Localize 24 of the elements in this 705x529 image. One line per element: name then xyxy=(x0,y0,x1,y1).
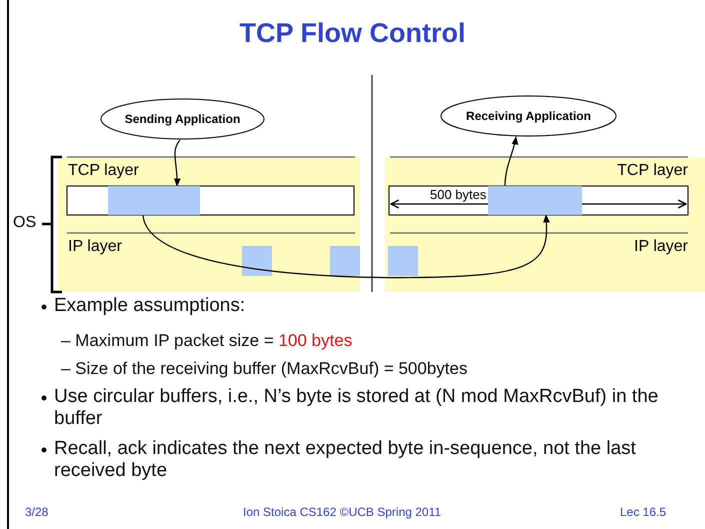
application-label: Receiving Application xyxy=(466,109,591,123)
application-label: Sending Application xyxy=(124,112,240,126)
bullet-text: – Maximum IP packet size = 100 bytes xyxy=(61,330,352,352)
layer-label: TCP layer xyxy=(617,162,688,180)
slide-number: Lec 16.5 xyxy=(620,505,666,519)
layer-label: TCP layer xyxy=(68,162,139,180)
bullet-text: Recall, ack indicates the next expected byte in-sequence, not the last received byte xyxy=(54,438,637,482)
application-ellipse xyxy=(440,95,617,137)
dimension-label: 500 bytes xyxy=(430,187,486,202)
arrow xyxy=(142,214,550,278)
arrow xyxy=(174,140,180,187)
bullet-text: Use circular buffers, i.e., N’s byte is stored at (N mod MaxRcvBuf) in the buffer xyxy=(54,386,660,430)
arrow xyxy=(504,136,518,186)
data-block xyxy=(108,186,200,215)
layer-label: IP layer xyxy=(68,238,122,256)
data-block xyxy=(488,186,582,215)
bullet-text: – Size of the receiving buffer (MaxRcvBuf) = 500bytes xyxy=(61,358,468,380)
page-number: 3/28 xyxy=(25,505,48,519)
os-label: OS xyxy=(13,214,36,232)
layer-label: IP layer xyxy=(634,238,688,256)
application-ellipse xyxy=(100,98,265,140)
bullet-text: Example assumptions: xyxy=(54,295,246,317)
slide-title: TCP Flow Control xyxy=(238,18,466,49)
footer-text: Ion Stoica CS162 ©UCB Spring 2011 xyxy=(243,505,442,519)
